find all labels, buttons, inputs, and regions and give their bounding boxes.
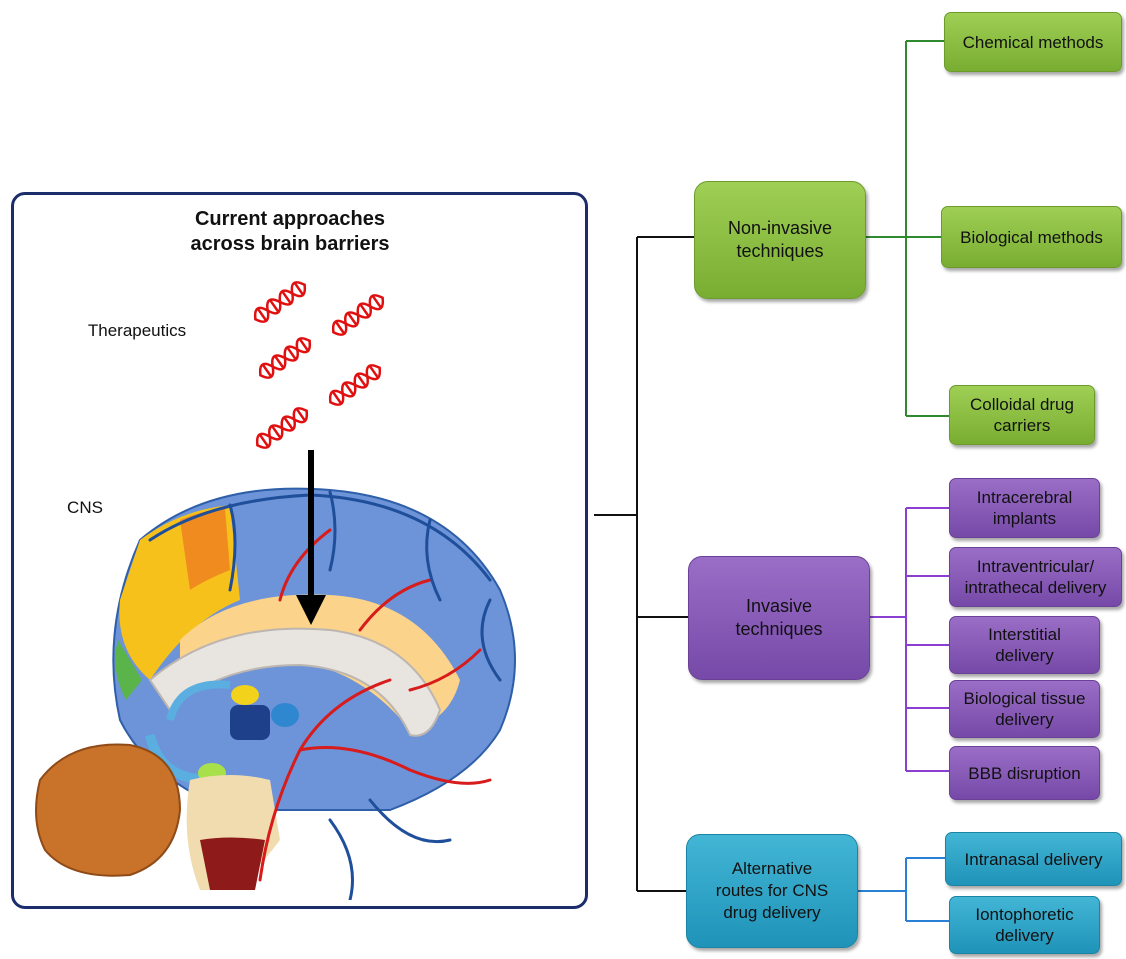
therapeutics-label: Therapeutics xyxy=(87,321,187,340)
panel-title: Current approaches across brain barriers xyxy=(190,208,390,255)
therapeutics-helix-group xyxy=(253,281,385,449)
helix-icon xyxy=(258,337,312,379)
arrow-down-icon xyxy=(296,450,326,625)
item-label: Colloidal drug carriers xyxy=(970,395,1074,435)
item-label: Chemical methods xyxy=(962,32,1104,52)
item-label: BBB disruption xyxy=(968,763,1081,783)
helix-icon xyxy=(328,364,382,406)
left-panel xyxy=(11,192,588,909)
helix-icon xyxy=(255,407,309,449)
item-label: Intranasal delivery xyxy=(964,849,1103,869)
cns-label: CNS xyxy=(67,498,103,517)
item-label: Intracerebral implants xyxy=(976,488,1073,528)
item-intraventricular-delivery: Intraventricular/ intrathecal delivery xyxy=(949,547,1122,607)
category-alternative: Alternative routes for CNS drug delivery xyxy=(686,834,858,948)
item-colloidal-drug-carriers: Colloidal drug carriers xyxy=(949,385,1095,445)
category-non-invasive: Non-invasive techniques xyxy=(694,181,866,299)
item-biological-tissue-delivery: Biological tissue delivery xyxy=(949,680,1100,738)
item-interstitial-delivery: Interstitial delivery xyxy=(949,616,1100,674)
item-label: Iontophoretic delivery xyxy=(975,905,1074,945)
category-label: Invasive techniques xyxy=(735,596,823,639)
item-biological-methods: Biological methods xyxy=(941,206,1122,268)
brain-illustration xyxy=(35,487,516,900)
alternative-tree xyxy=(858,857,949,922)
item-chemical-methods: Chemical methods xyxy=(944,12,1122,72)
item-label: Biological methods xyxy=(960,227,1103,247)
category-invasive: Invasive techniques xyxy=(688,556,870,680)
item-intranasal-delivery: Intranasal delivery xyxy=(945,832,1122,886)
item-iontophoretic-delivery: Iontophoretic delivery xyxy=(949,896,1100,954)
item-label: Intraventricular/ intrathecal delivery xyxy=(964,557,1107,597)
helix-icon xyxy=(331,294,385,336)
item-intracerebral-implants: Intracerebral implants xyxy=(949,478,1100,538)
non-invasive-tree xyxy=(866,40,949,417)
helix-icon xyxy=(253,281,307,323)
item-label: Biological tissue delivery xyxy=(963,689,1086,729)
invasive-tree xyxy=(870,507,949,772)
category-label: Alternative routes for CNS drug delivery xyxy=(715,859,829,922)
category-label: Non-invasive techniques xyxy=(727,218,833,261)
item-bbb-disruption: BBB disruption xyxy=(949,746,1100,800)
item-label: Interstitial delivery xyxy=(988,625,1061,665)
